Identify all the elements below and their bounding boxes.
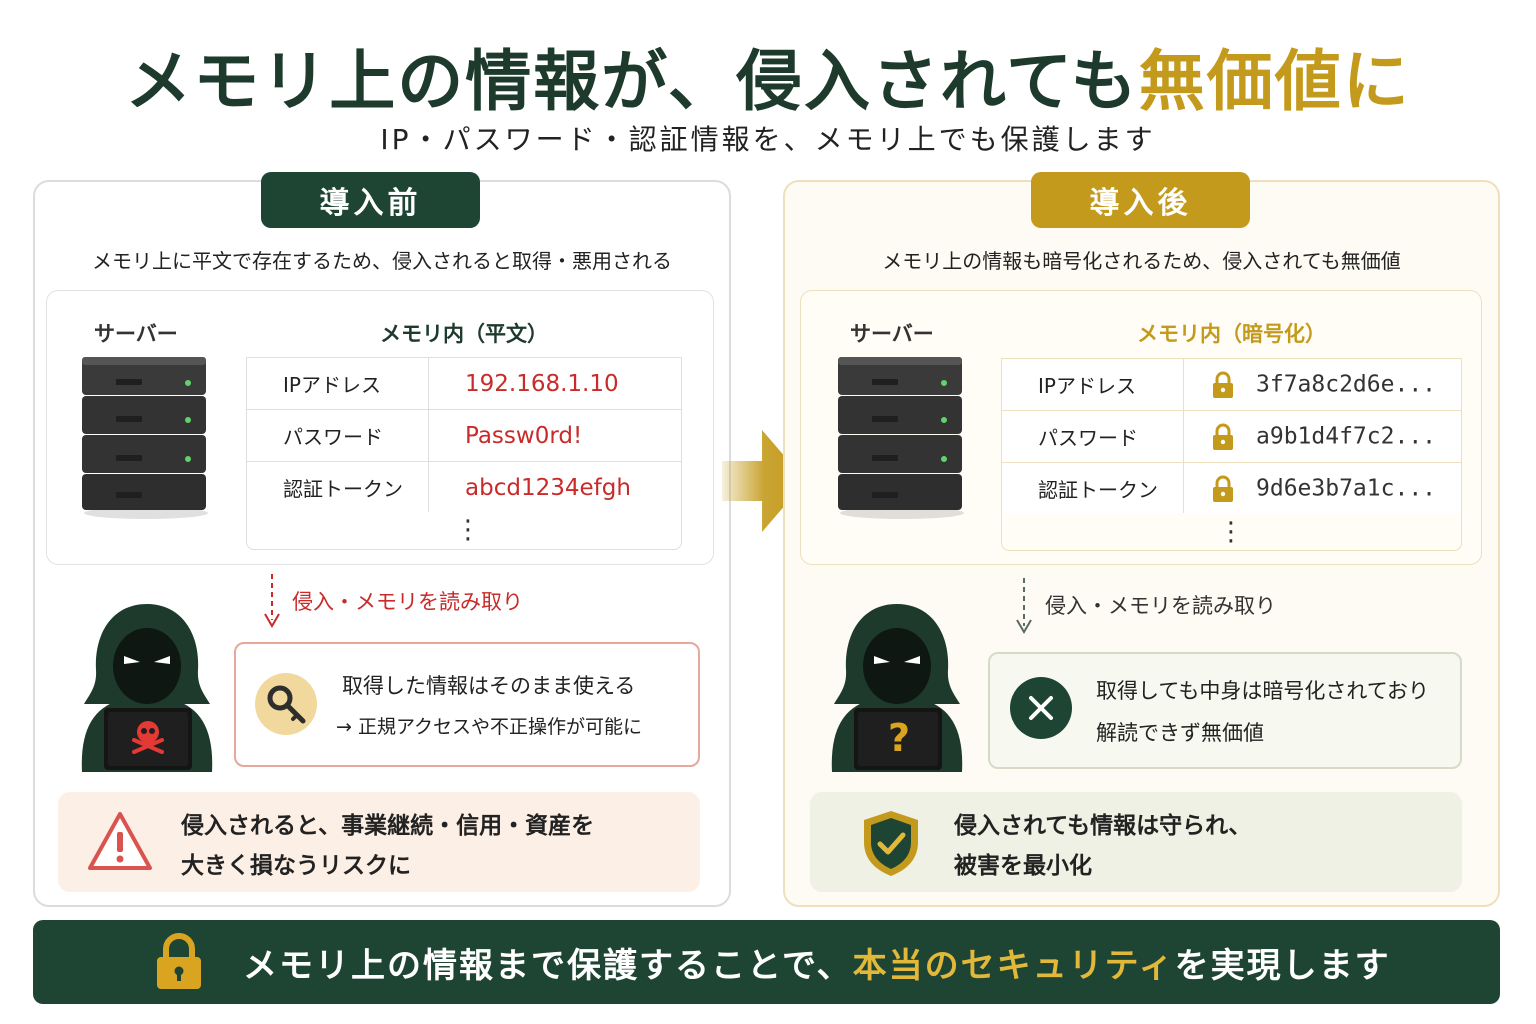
row-value-cell: 3f7a8c2d6e... — [1183, 358, 1462, 411]
server-icon — [838, 357, 964, 519]
row-value-cell: 9d6e3b7a1c... — [1183, 462, 1462, 515]
after-badge: 導入後 — [1031, 172, 1250, 228]
row-label: IPアドレス — [1001, 358, 1184, 411]
row-value: 3f7a8c2d6e... — [1256, 371, 1437, 397]
after-ellipsis: ⋮ — [1218, 517, 1244, 547]
before-ellipsis: ⋮ — [455, 515, 481, 545]
after-description: メモリ上の情報も暗号化されるため、侵入されても無価値 — [882, 249, 1401, 273]
after-memory-title: メモリ内（暗号化） — [1137, 322, 1326, 346]
read-arrow-icon — [1016, 578, 1032, 634]
footer-text-pre: メモリ上の情報まで保護することで、 — [243, 945, 853, 986]
title-main: メモリ上の情報が、侵入されても — [125, 42, 1139, 120]
footer-text-post: を実現します — [1174, 945, 1391, 986]
row-label: パスワード — [246, 409, 429, 462]
safe-box — [810, 792, 1462, 892]
after-memory-table: IPアドレス 3f7a8c2d6e... パスワード a9b1d4f7c2...… — [1001, 358, 1462, 515]
title-highlight: 無価値に — [1138, 42, 1411, 120]
before-badge: 導入前 — [261, 172, 480, 228]
lock-icon — [1213, 371, 1233, 398]
page-title: メモリ上の情報が、侵入されても無価値に — [0, 28, 1536, 124]
arrow-right-icon — [722, 430, 806, 532]
close-icon — [1010, 677, 1072, 739]
before-callout-line1: 取得した情報はそのまま使える — [342, 674, 636, 698]
footer-text: メモリ上の情報まで保護することで、本当のセキュリティを実現します — [243, 938, 1391, 987]
hacker-icon — [831, 604, 963, 772]
warning-icon — [88, 812, 152, 870]
footer-text-highlight: 本当のセキュリティ — [852, 945, 1175, 986]
row-value-cell: a9b1d4f7c2... — [1183, 410, 1462, 463]
after-callout-line1: 取得しても中身は暗号化されており — [1096, 679, 1430, 703]
row-value: Passw0rd! — [428, 409, 682, 462]
lock-icon — [1213, 423, 1233, 450]
row-label: 認証トークン — [1001, 462, 1184, 515]
safe-line2: 被害を最小化 — [954, 853, 1092, 879]
after-server-label: サーバー — [850, 322, 934, 346]
safe-line1: 侵入されても情報は守られ、 — [954, 813, 1252, 839]
lock-icon — [157, 933, 201, 989]
server-icon — [82, 357, 208, 519]
row-value: 9d6e3b7a1c... — [1256, 475, 1437, 501]
row-label: 認証トークン — [246, 461, 429, 514]
risk-line1: 侵入されると、事業継続・信用・資産を — [181, 813, 595, 839]
before-table-footer — [246, 512, 682, 550]
after-callout-line2: 解読できず無価値 — [1096, 721, 1264, 745]
row-value: abcd1234efgh — [428, 461, 682, 514]
key-icon — [255, 673, 317, 735]
lock-icon — [1213, 475, 1233, 502]
question-icon: ? — [887, 716, 911, 760]
table-row: 認証トークン 9d6e3b7a1c... — [1001, 462, 1462, 515]
row-label: IPアドレス — [246, 357, 429, 410]
before-description: メモリ上に平文で存在するため、侵入されると取得・悪用される — [92, 249, 672, 273]
row-label: パスワード — [1001, 410, 1184, 463]
after-table-footer — [1001, 513, 1462, 551]
risk-line2: 大きく損なうリスクに — [181, 853, 411, 879]
page-subtitle: IP・パスワード・認証情報を、メモリ上でも保護します — [380, 123, 1156, 156]
before-memory-title: メモリ内（平文） — [380, 322, 548, 346]
footer-banner: メモリ上の情報まで保護することで、本当のセキュリティを実現します — [33, 920, 1500, 1004]
skull-icon — [132, 721, 164, 754]
row-value: a9b1d4f7c2... — [1256, 423, 1437, 449]
before-callout-line2: → 正規アクセスや不正操作が可能に — [336, 716, 643, 738]
table-row: パスワード Passw0rd! — [246, 409, 682, 462]
read-arrow-icon — [264, 574, 280, 628]
before-memory-table: IPアドレス 192.168.1.10 パスワード Passw0rd! 認証トー… — [246, 357, 682, 514]
shield-check-icon — [864, 811, 918, 876]
before-server-label: サーバー — [94, 322, 178, 346]
table-row: パスワード a9b1d4f7c2... — [1001, 410, 1462, 463]
row-value: 192.168.1.10 — [428, 357, 682, 410]
after-read-text: 侵入・メモリを読み取り — [1045, 594, 1276, 618]
after-callout — [988, 652, 1462, 769]
risk-box — [58, 792, 700, 892]
table-row: 認証トークン abcd1234efgh — [246, 461, 682, 514]
table-row: IPアドレス 192.168.1.10 — [246, 357, 682, 410]
table-row: IPアドレス 3f7a8c2d6e... — [1001, 358, 1462, 411]
before-read-text: 侵入・メモリを読み取り — [292, 590, 523, 614]
